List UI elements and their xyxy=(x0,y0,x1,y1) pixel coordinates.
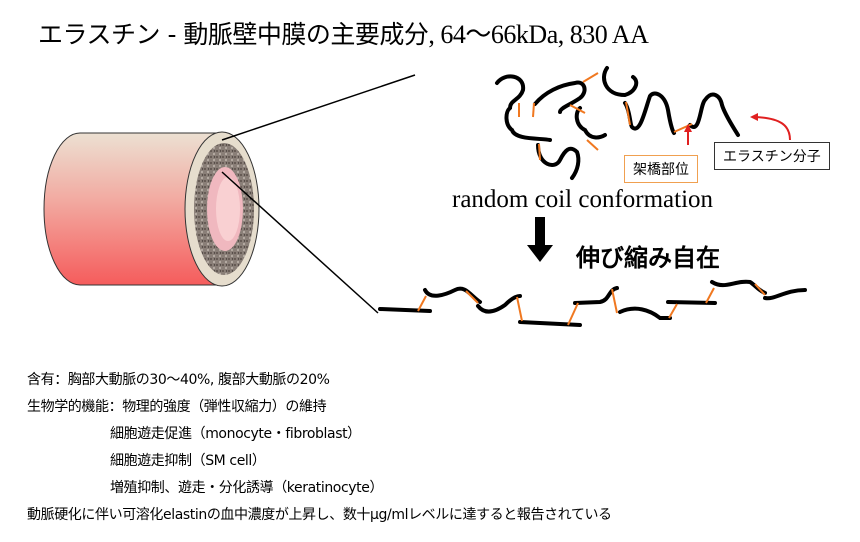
info-atherosclerosis: 動脈硬化に伴い可溶化elastinの血中濃度が上昇し、数十μg/mlレベルに達す… xyxy=(27,507,612,523)
info-function-3: 細胞遊走抑制（SM cell） xyxy=(110,453,266,469)
elastin-molecule-label: エラスチン分子 xyxy=(714,142,830,170)
random-coil-chains xyxy=(495,66,740,180)
info-function-2: 細胞遊走促進（monocyte・fibroblast） xyxy=(110,426,361,442)
molecule-arrow xyxy=(754,116,791,141)
down-arrow xyxy=(527,217,553,262)
info-function-4: 増殖抑制、遊走・分化誘導（keratinocyte） xyxy=(110,480,384,496)
stretched-crosslinks xyxy=(417,283,766,326)
stretch-label: 伸び縮み自在 xyxy=(576,244,720,272)
crosslink-label: 架橋部位 xyxy=(624,155,698,183)
zoom-line-bottom xyxy=(221,171,379,314)
random-coil-label: random coil conformation xyxy=(452,186,714,213)
random-coil-crosslinks xyxy=(518,72,693,161)
stretched-chains xyxy=(378,279,807,327)
artery-cylinder xyxy=(43,131,260,287)
slide-title: エラスチン - 動脈壁中膜の主要成分, 64〜66kDa, 830 AA xyxy=(38,14,649,51)
info-content: 含有：胸部大動脈の30〜40%, 腹部大動脈の20% xyxy=(27,372,330,388)
zoom-line-top xyxy=(221,74,416,141)
title-specs: , 64〜66kDa, 830 AA xyxy=(428,20,649,49)
title-main: エラスチン - 動脈壁中膜の主要成分 xyxy=(38,20,429,49)
info-function: 生物学的機能：物理的強度（弾性収縮力）の維持 xyxy=(27,399,327,415)
